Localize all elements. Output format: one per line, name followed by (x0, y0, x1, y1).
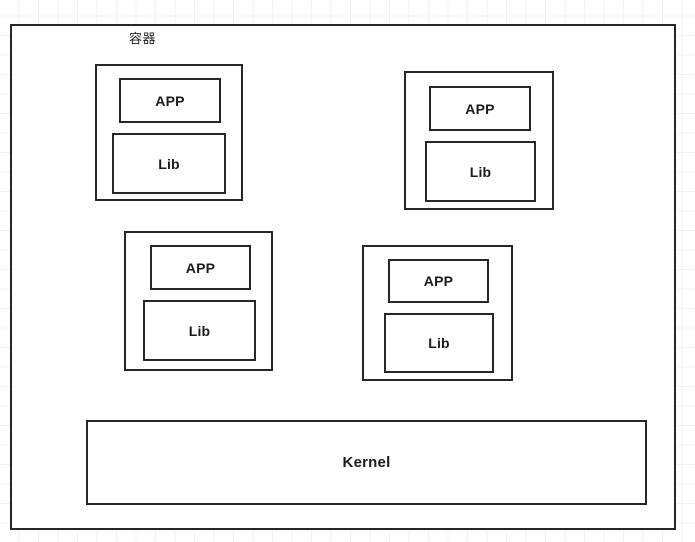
kernel-box: Kernel (86, 420, 647, 505)
container-4-lib-label: Lib (428, 335, 450, 351)
container-2-app-label: APP (465, 100, 495, 117)
container-3-lib-box: Lib (143, 300, 256, 361)
container-3-app-label: APP (185, 259, 216, 276)
container-group-label: 容器 (129, 31, 157, 46)
container-1-lib-label: Lib (158, 155, 180, 172)
container-4-lib-box: Lib (384, 313, 494, 373)
container-2-lib-box: Lib (425, 141, 536, 202)
container-1-app-label: APP (155, 92, 185, 109)
container-2-app-box: APP (429, 86, 531, 131)
container-4-app-box: APP (388, 259, 489, 303)
container-1-app-box: APP (119, 78, 221, 123)
container-3-app-box: APP (150, 245, 251, 290)
container-1-lib-box: Lib (112, 133, 226, 194)
container-3-lib-label: Lib (188, 322, 211, 339)
container-2-lib-label: Lib (469, 163, 492, 180)
container-4-app-label: APP (423, 273, 454, 289)
kernel-label: Kernel (342, 454, 391, 471)
